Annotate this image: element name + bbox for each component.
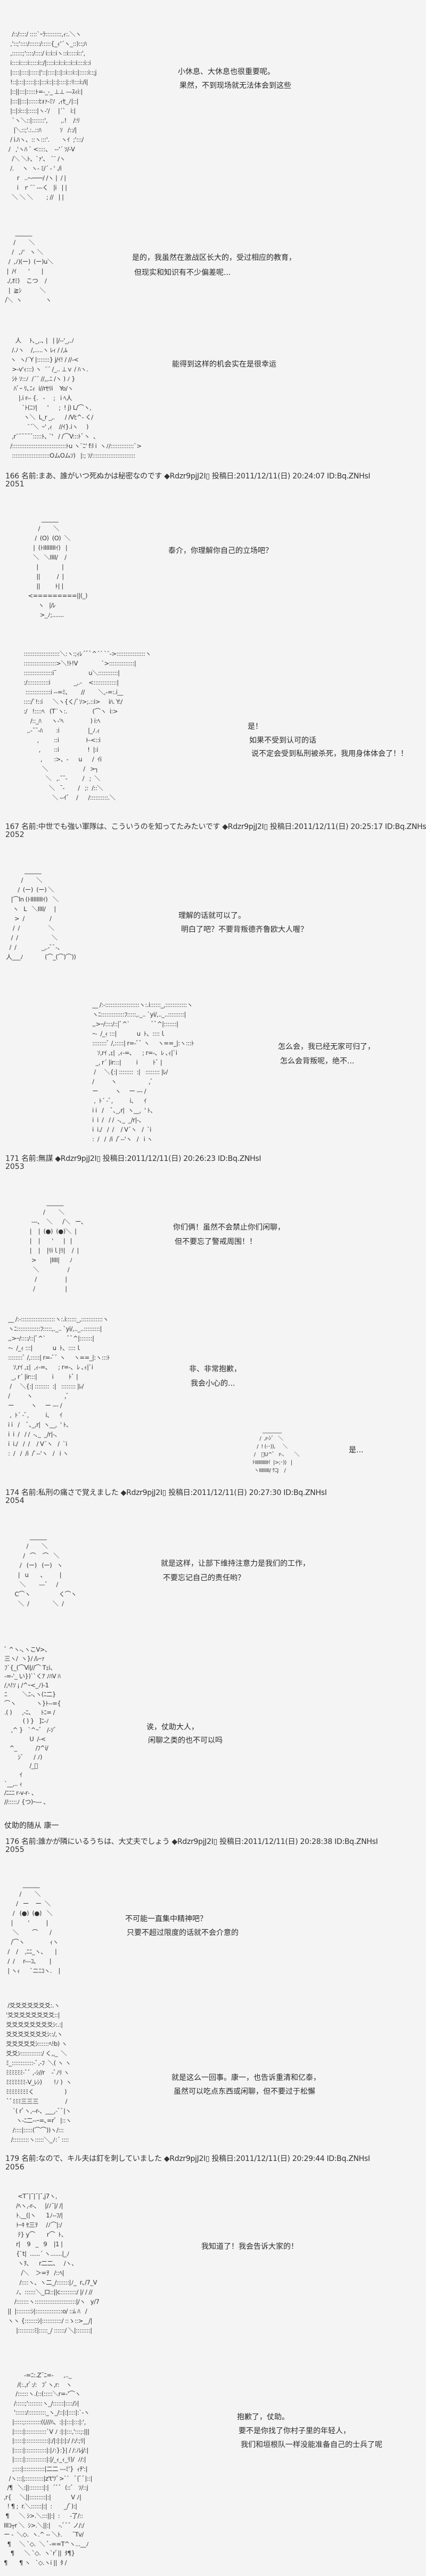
dialogue-line: 是的，我虽然在激战区长大的，受过相应的教育， <box>132 254 296 262</box>
character-caption: 仗助的随从 康一 <box>4 1822 59 1830</box>
dialogue-line: 诶，仗助大人， <box>146 1723 199 1732</box>
dialogue-line: 虽然可以吃点东西或闲聊，但不要过于松懈 <box>174 2087 315 2096</box>
dialogue-line: 不可能一直集中精神吧？ <box>125 1915 207 1923</box>
dialogue-line: 怎么会，我已经无家可归了， <box>278 1043 375 1051</box>
dialogue-line: 是... <box>349 1446 364 1454</box>
dialogue-line: 理解的话就可以了。 <box>178 912 245 920</box>
dialogue-line: 泰介，你理解你自己的立场吧？ <box>168 547 273 555</box>
dialogue-line: 但不要忘了警戒周围！！ <box>175 1238 257 1246</box>
ascii-art-character: __ /:-:::::::::::::::::::ヽ:.i::::::_,:::… <box>8 1315 110 1457</box>
ascii-art-yaranaio: ______ / ＼ / ⌒ ⌒ ＼ / (ー) (ー) ヽ | u 、 | ＼… <box>14 1533 77 1607</box>
ascii-art-small-character: ________ / ,r-ｼﾞ ＼ / ! (-･)), ＼ / ﾞU^ﾞ r… <box>252 1428 300 1474</box>
post-number: 2054 <box>5 1497 24 1505</box>
dialogue-line: 是！ <box>248 722 263 731</box>
ascii-art-yaranaio-surprised: ______ / ＼ / ー ー ＼ / (●) (●) ＼ | ' | ＼ ⌒… <box>7 1881 60 1974</box>
ascii-art-josuke: /爻爻爻爻爻爻爻:.ヽ '爻爻爻爻爻爻爻爻::| 爻爻爻爻爻爻爻爻ｼ:.:| 爻… <box>6 2002 72 2143</box>
ascii-art-character: -=ﾆ:.Z¯ﾆ=- ,.._ /(:.,rﾞ:/: ﾌﾞヽ,r: ヽ /:::… <box>4 2371 93 2566</box>
dialogue-line: 就是这样，让部下维持注意力是我们的工作， <box>161 1559 310 1568</box>
post-header: 166 名前:まあ、誰がいつ死ぬかは秘密なのです ◆Rdzr9pjJ2I▯ 投稿… <box>5 472 371 481</box>
dialogue-line: 你们俩！虽然不会禁止你们闲聊， <box>173 1223 285 1232</box>
dialogue-line: 就是这么一回事。康一，也告诉重清和亿泰， <box>171 2074 321 2082</box>
post-header: 179 名前:なので、キル夫は釘を刺していました ◆Rdzr9pjJ2I▯ 投稿… <box>5 2155 370 2163</box>
dialogue-line: 我会小心的... <box>191 1379 235 1388</box>
ascii-art-koichi: ﾞ ^ヽ-､ヽこV>、 三ヽ/ ヽ}/ /ﾚｰｧ ﾌ`{_(⌒Vi|//⌒ Tｪ… <box>4 1646 61 1806</box>
dialogue-line: 不要忘记自己的责任哟？ <box>163 1574 245 1582</box>
dialogue-line: 能得到这样的机会实在是很幸运 <box>172 360 276 369</box>
dialogue-line: 明白了吧？不要背叛德齐鲁欧大人喔？ <box>181 925 308 934</box>
ascii-art-character: /::/::::/ ::::`ｰﾗ:::::::::,ｨ:.＼ヽ ,'::;':… <box>9 30 97 201</box>
post-header: 171 名前:無謀 ◆Rdzr9pjJ2I▯ 投稿日:2011/12/11(日)… <box>5 1155 261 1163</box>
post-number: 2052 <box>5 831 24 839</box>
dialogue-line: 小休息、大休息也很重要呢。 <box>178 68 275 76</box>
dialogue-line: 只要不超过限度的话就不会介意的 <box>127 1929 239 1937</box>
post-number: 2055 <box>5 1846 24 1854</box>
post-header: 176 名前:誰かが隣にいるうちは、大丈夫でしょう ◆Rdzr9pjJ2I▯ 投… <box>5 1838 378 1846</box>
dialogue-line: 非、非常抱歉， <box>189 1365 241 1374</box>
dialogue-line: 说不定会受到私刑被杀死，我用身体体会了！！ <box>251 750 408 758</box>
dialogue-line: 果然，不到现场就无法体会到这些 <box>179 82 291 90</box>
post-header: 167 名前:中世でも強い軍隊は、こういうのを知ってたみたいです ◆Rdzr9p… <box>5 823 426 831</box>
ascii-art-yaranaio: ______ / ＼ / (O) (O) ＼ | (ﾄIIIIIIIIｲ) | … <box>28 515 88 619</box>
ascii-art-yaranaio-angry: ______ / ＼ ---、 ＼ /＼ ー、 | | (●) (●)＼ | |… <box>29 1199 87 1293</box>
ascii-art-character: ::::::::::::::::::::＼:ヽ:;ｨﾚ´ﾞﾞ^´´ `¨‐>::… <box>23 650 151 801</box>
ascii-art-character: 人 ﾄ､_,.､ | | |/--'_,.ﾉ /.ﾉヽ /,.....ヽ ﾚｨ … <box>10 337 142 459</box>
ascii-art-yaruo: ______ / ＼ / ,ﾉ' ヽ ＼ / ,ﾉ)(ー) (ー)u＼ | /ｲ… <box>5 229 53 304</box>
ascii-art-character: <T¯|¯|¯|¯,j7ヽ, /ﾍヽ,-r-、 |/ﾉ¯|/ /| ﾄ.__(|… <box>7 2192 100 2334</box>
post-number: 2051 <box>5 480 24 489</box>
dialogue-line: 抱歉了，仗助。 <box>237 2413 289 2421</box>
dialogue-line: 怎么会背叛呢，绝不... <box>280 1057 355 1066</box>
dialogue-line: 如果不受到认可的话 <box>249 736 316 745</box>
dialogue-line: 闲聊之类的也不可以吗 <box>148 1736 223 1745</box>
ascii-art-yaranaio: ______ / ＼ / (ー) (ー) ＼ |⌒ln (ﾄIIIIIIIIｲ)… <box>6 867 76 961</box>
ascii-art-character: __ /:-:::::::::::::::::::ヽ:.i::::::_,:::… <box>92 1001 194 1143</box>
dialogue-line: 我知道了！我会告诉大家的！ <box>201 2242 298 2251</box>
post-number: 2056 <box>5 2163 24 2172</box>
post-number: 2053 <box>5 1163 24 1171</box>
dialogue-line: 要不是你找了你村子里的年轻人， <box>239 2427 350 2435</box>
post-header: 174 名前:私刑の痛さで覚えました ◆Rdzr9pjJ2I▯ 投稿日:2011… <box>5 1489 327 1497</box>
dialogue-line: 但现实和知识有不少偏差呢... <box>134 269 231 277</box>
dialogue-line: 我们和垣根队一样没能准备自己的士兵了呢 <box>241 2441 382 2449</box>
